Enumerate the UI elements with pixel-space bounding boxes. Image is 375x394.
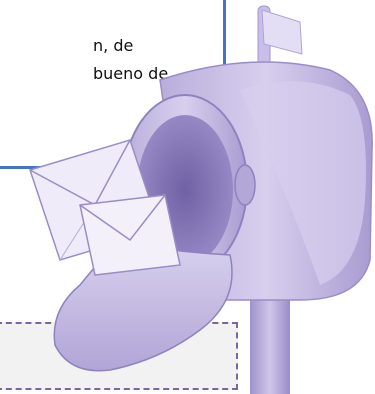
panel-text-line-2: bueno de xyxy=(93,64,169,83)
envelope-icon-2 xyxy=(79,194,181,276)
panel-text-line-1: n, de xyxy=(93,36,134,55)
latch-knob xyxy=(234,164,256,206)
